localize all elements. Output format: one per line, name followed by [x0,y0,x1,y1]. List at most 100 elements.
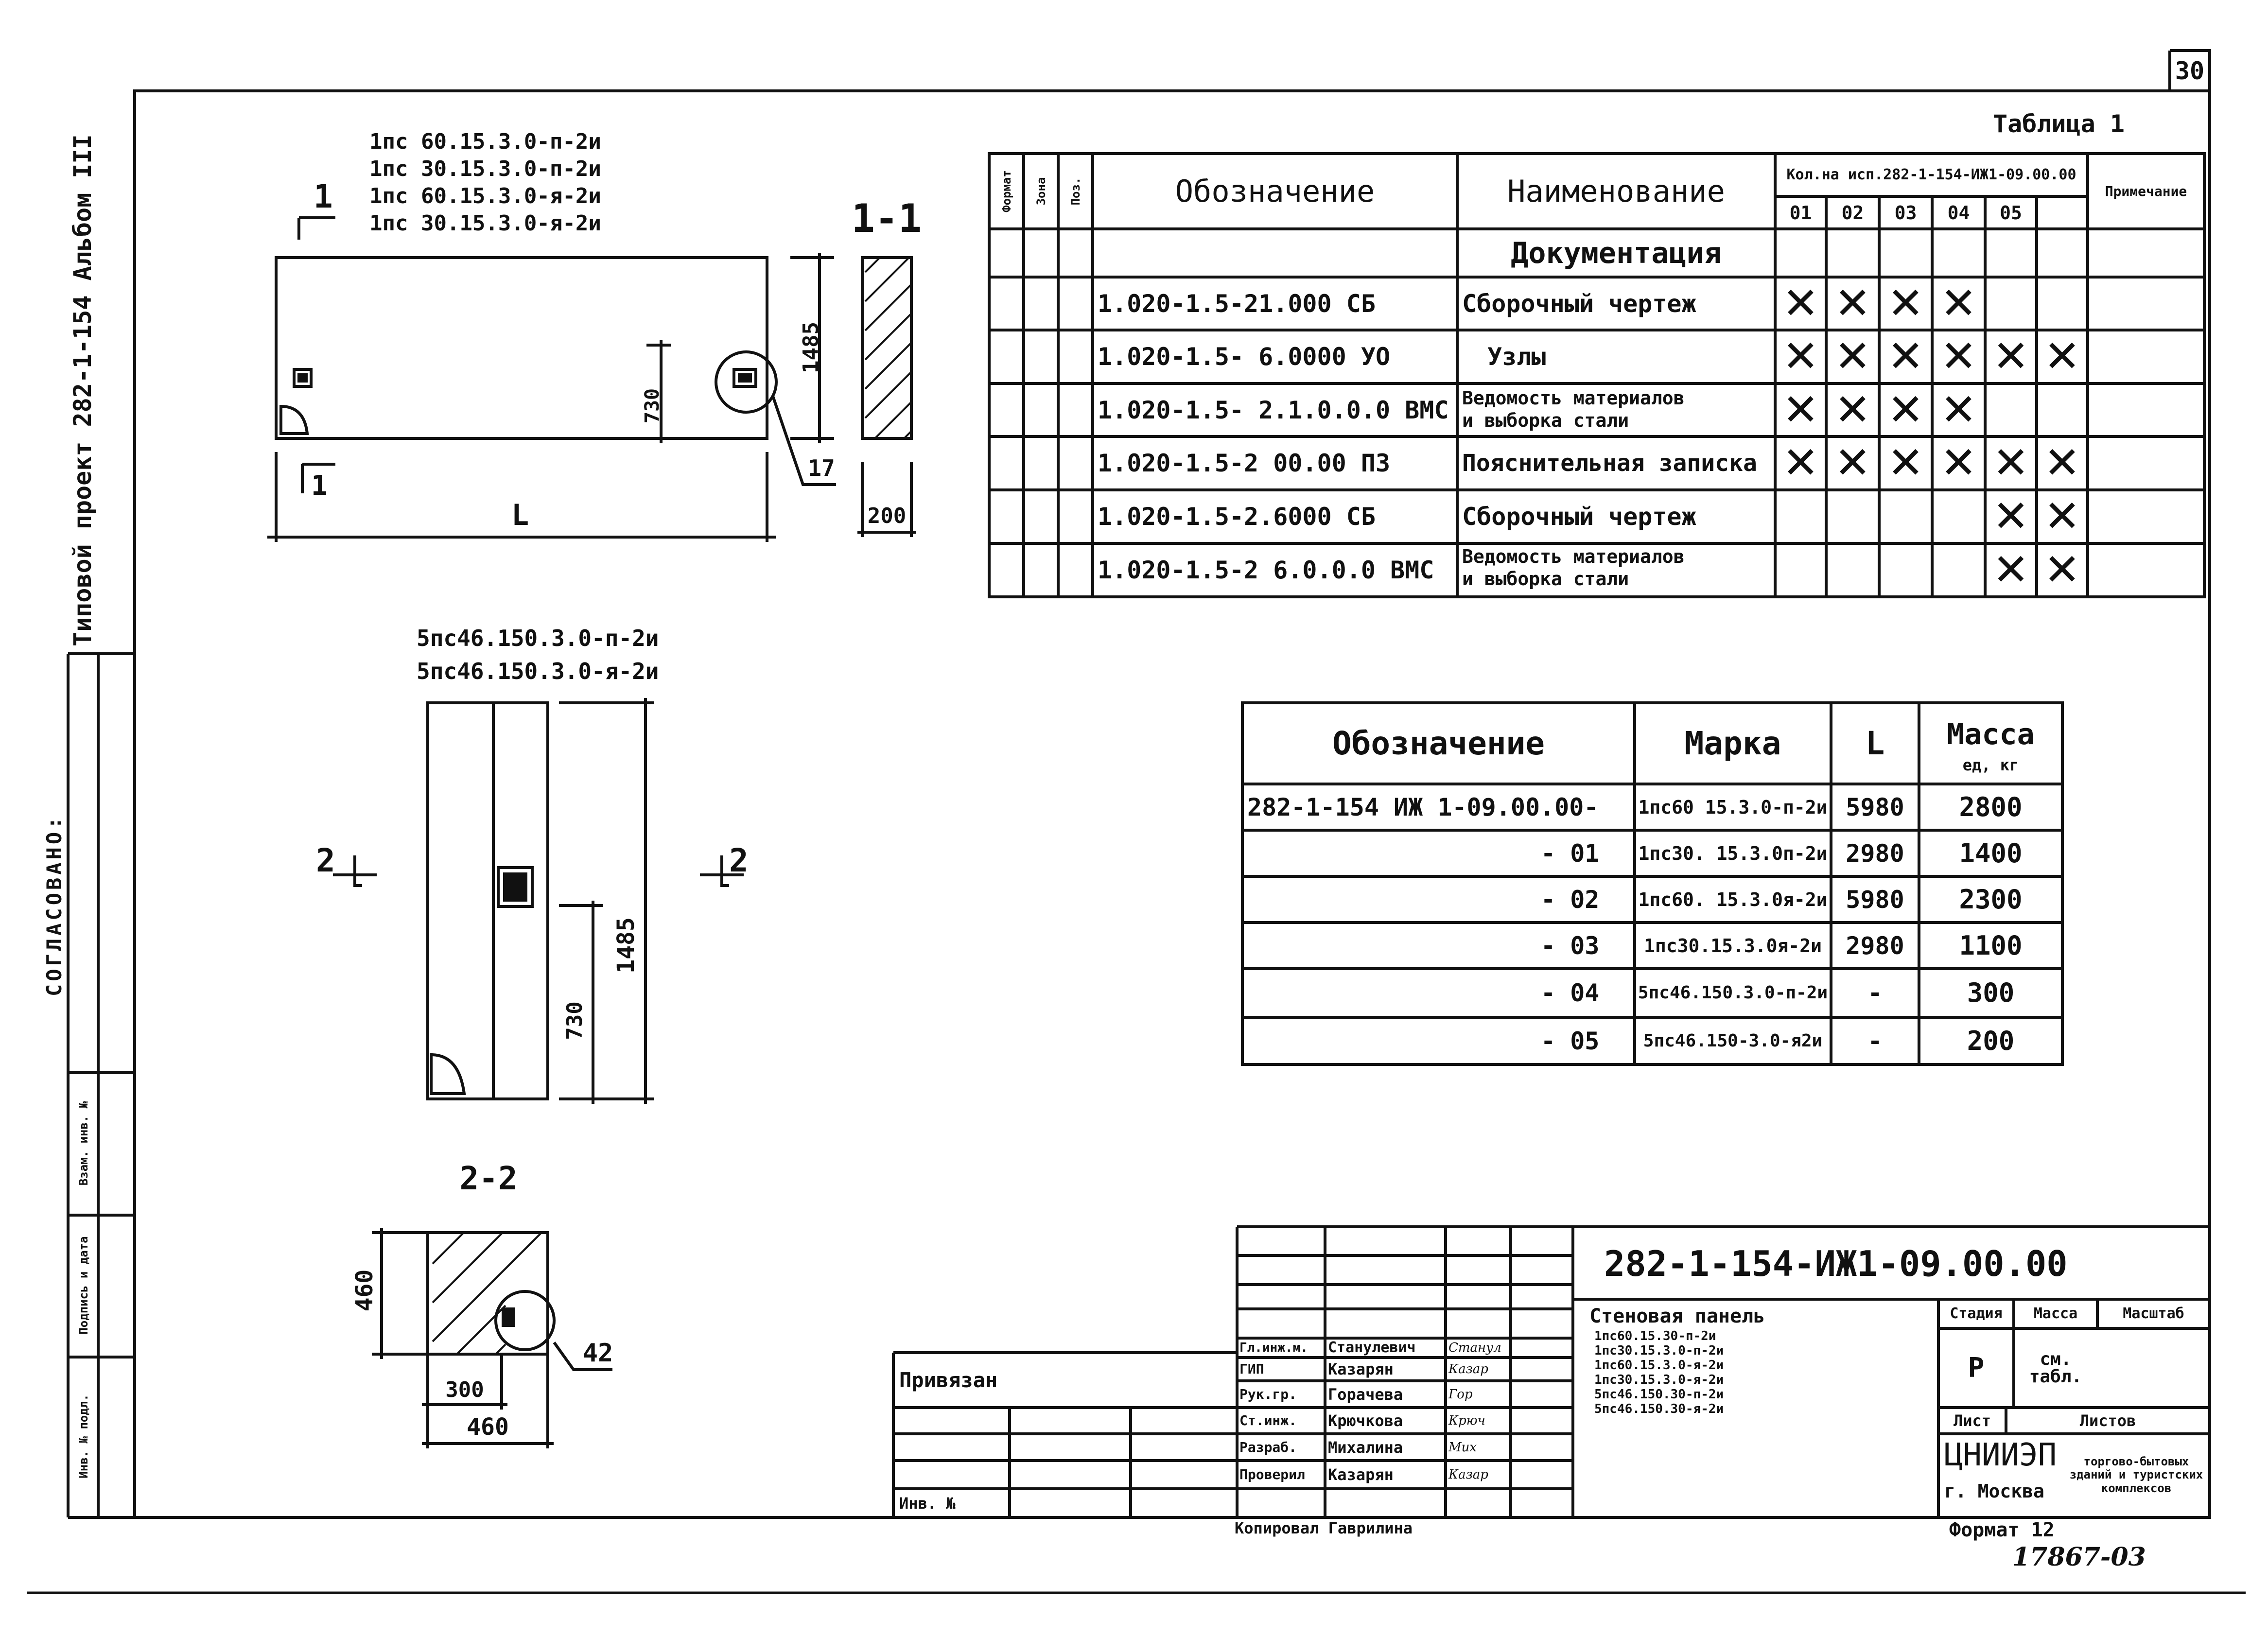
t2-row6-mass: 200 [1967,1025,2015,1056]
dim-300-label: 300 [445,1377,484,1402]
cut-arrow-1-bottom [301,463,335,493]
quantity-mark: ✕ [1940,331,1977,382]
quantity-mark: ✕ [2043,544,2081,595]
quantity-mark: ✕ [2043,491,2081,542]
quantity-mark: ✕ [1940,278,1977,329]
role-developer: Разраб. [1239,1439,1297,1455]
dim-1485-label-v2: 1485 [612,917,640,974]
org-department: торгово-бытовых зданий и туристских комп… [2069,1454,2203,1495]
cut-arrow-1-top [297,216,335,240]
name-senior-engineer: Крючкова [1328,1411,1403,1430]
t2-row5-mark: 5пс46.150.3.0-п-2и [1638,983,1828,1003]
header-col-01: 01 [1789,202,1812,224]
mass-value: см. табл. [2029,1349,2082,1387]
row6-name-line2: и выборка стали [1462,568,1629,590]
t2-row3-length: 5980 [1846,885,1904,914]
dim-460-horizontal: 460 [467,1413,509,1441]
stage-label: Стадия [1950,1305,2003,1322]
quantity-mark: ✕ [2043,437,2081,488]
stage-value: Р [1968,1352,1985,1384]
copied-by: Копировал Гаврилина [1235,1519,1413,1537]
stamp-replaces-inv: Взам. инв. № [77,1101,90,1186]
t2-row1-designation: 282-1-154 ИЖ 1-09.00.00- [1247,793,1599,821]
quantity-mark: ✕ [1834,278,1871,329]
dim-460-vertical: 460 [351,1269,378,1312]
section-2-2 [426,1231,549,1356]
table1-caption: Таблица 1 [1993,110,2125,138]
panel-elevation-2 [426,701,549,1100]
cut-arrow-2-right [700,855,744,887]
row5-name: Сборочный чертеж [1462,503,1696,531]
title-block-grid [892,1225,2210,1517]
section-title-2-2: 2-2 [459,1160,518,1197]
window-mark-1a [293,368,313,388]
quantity-mark: ✕ [1887,384,1924,435]
object-mark-5: 5пс46.150.30-п-2и [1594,1387,1724,1402]
door-swing-2 [430,1053,466,1095]
dim-730-label-v2: 730 [562,1001,587,1040]
t2-row4-length: 2980 [1846,931,1904,960]
sign-gip: Казар [1448,1362,1488,1376]
mark-line-1: 1пс 60.15.3.0-п-2и [369,129,601,154]
callout-17: 17 [808,455,835,481]
object-mark-4: 1пс30.15.3.0-я-2и [1594,1373,1724,1387]
dim-730-label: 730 [641,388,663,424]
quantity-mark: ✕ [1992,331,2029,382]
row1-name: Сборочный чертеж [1462,289,1696,318]
t2-header-mass: Масса [1947,717,2035,751]
header-col-02: 02 [1841,202,1864,224]
name-checker: Казарян [1328,1465,1394,1484]
section-hatching [432,257,912,1355]
header-format: Формат [999,170,1013,212]
leader-17 [771,396,836,486]
cut-label-2-left: 2 [316,842,335,879]
agreed-label: СОГЛАСОВАНО: [42,814,66,996]
t2-header-designation: Обозначение [1332,724,1545,762]
row1-designation: 1.020-1.5-21.000 СБ [1098,289,1376,318]
sheet-label: Лист [1953,1411,1991,1430]
t2-row4-mark: 1пс30.15.3.0я-2и [1643,935,1822,957]
quantity-mark: ✕ [1887,437,1924,488]
cut-1-1-section [861,256,913,440]
t2-header-mark: Марка [1684,724,1781,762]
t2-row2-mark: 1пс30. 15.3.0п-2и [1638,842,1828,864]
row2-name: Узлы [1487,343,1546,371]
t2-header-mass-unit: ед, кг [1962,756,2019,774]
stamp-sign-date: Подпись и дата [77,1236,90,1335]
role-senior-engineer: Ст.инж. [1239,1412,1297,1428]
quantity-mark: ✕ [1834,384,1871,435]
page-number: 30 [2175,56,2205,85]
t2-row3-designation: - 02 [1541,885,1600,914]
header-col-03: 03 [1894,202,1917,224]
row4-designation: 1.020-1.5-2 00.00 ПЗ [1098,449,1391,477]
t2-row5-length: - [1867,979,1883,1007]
t2-row4-designation: - 03 [1541,931,1600,960]
t2-row6-designation: - 05 [1541,1027,1600,1055]
cut-label-1-bottom: 1 [311,470,328,502]
role-chief-engineer: Гл.инж.м. [1239,1341,1308,1355]
leader-42 [553,1341,612,1371]
quantity-mark: ✕ [1992,437,2029,488]
header-col-05: 05 [2000,202,2022,224]
quantity-mark: ✕ [1992,544,2029,595]
row3-name-line1: Ведомость материалов [1462,387,1685,409]
cut-label-1-top: 1 [314,178,333,215]
org-name: ЦНИИЭП [1944,1437,2057,1473]
t2-row2-mass: 1400 [1959,837,2023,869]
door-swing-1 [279,404,309,435]
quantity-mark: ✕ [1887,331,1924,382]
table2-grid [1241,701,2064,1066]
format-label: Формат 12 [1949,1519,2055,1541]
dim-line-200 [857,462,916,537]
role-checker: Проверил [1239,1466,1305,1482]
object-title: Стеновая панель [1589,1305,1765,1327]
archive-number: 17867-03 [2012,1542,2146,1572]
mark-line-4: 1пс 30.15.3.0-я-2и [369,211,601,236]
dim-line-1485 [790,253,834,443]
panel-elevation-1 [275,256,768,440]
dim-line-1485-v2 [559,698,654,1104]
dim-line-730 [646,340,671,443]
album-title: Типовой проект 282-1-154 Альбом III [69,134,97,646]
t2-row5-mass: 300 [1967,977,2015,1008]
role-group-head: Рук.гр. [1239,1386,1297,1402]
